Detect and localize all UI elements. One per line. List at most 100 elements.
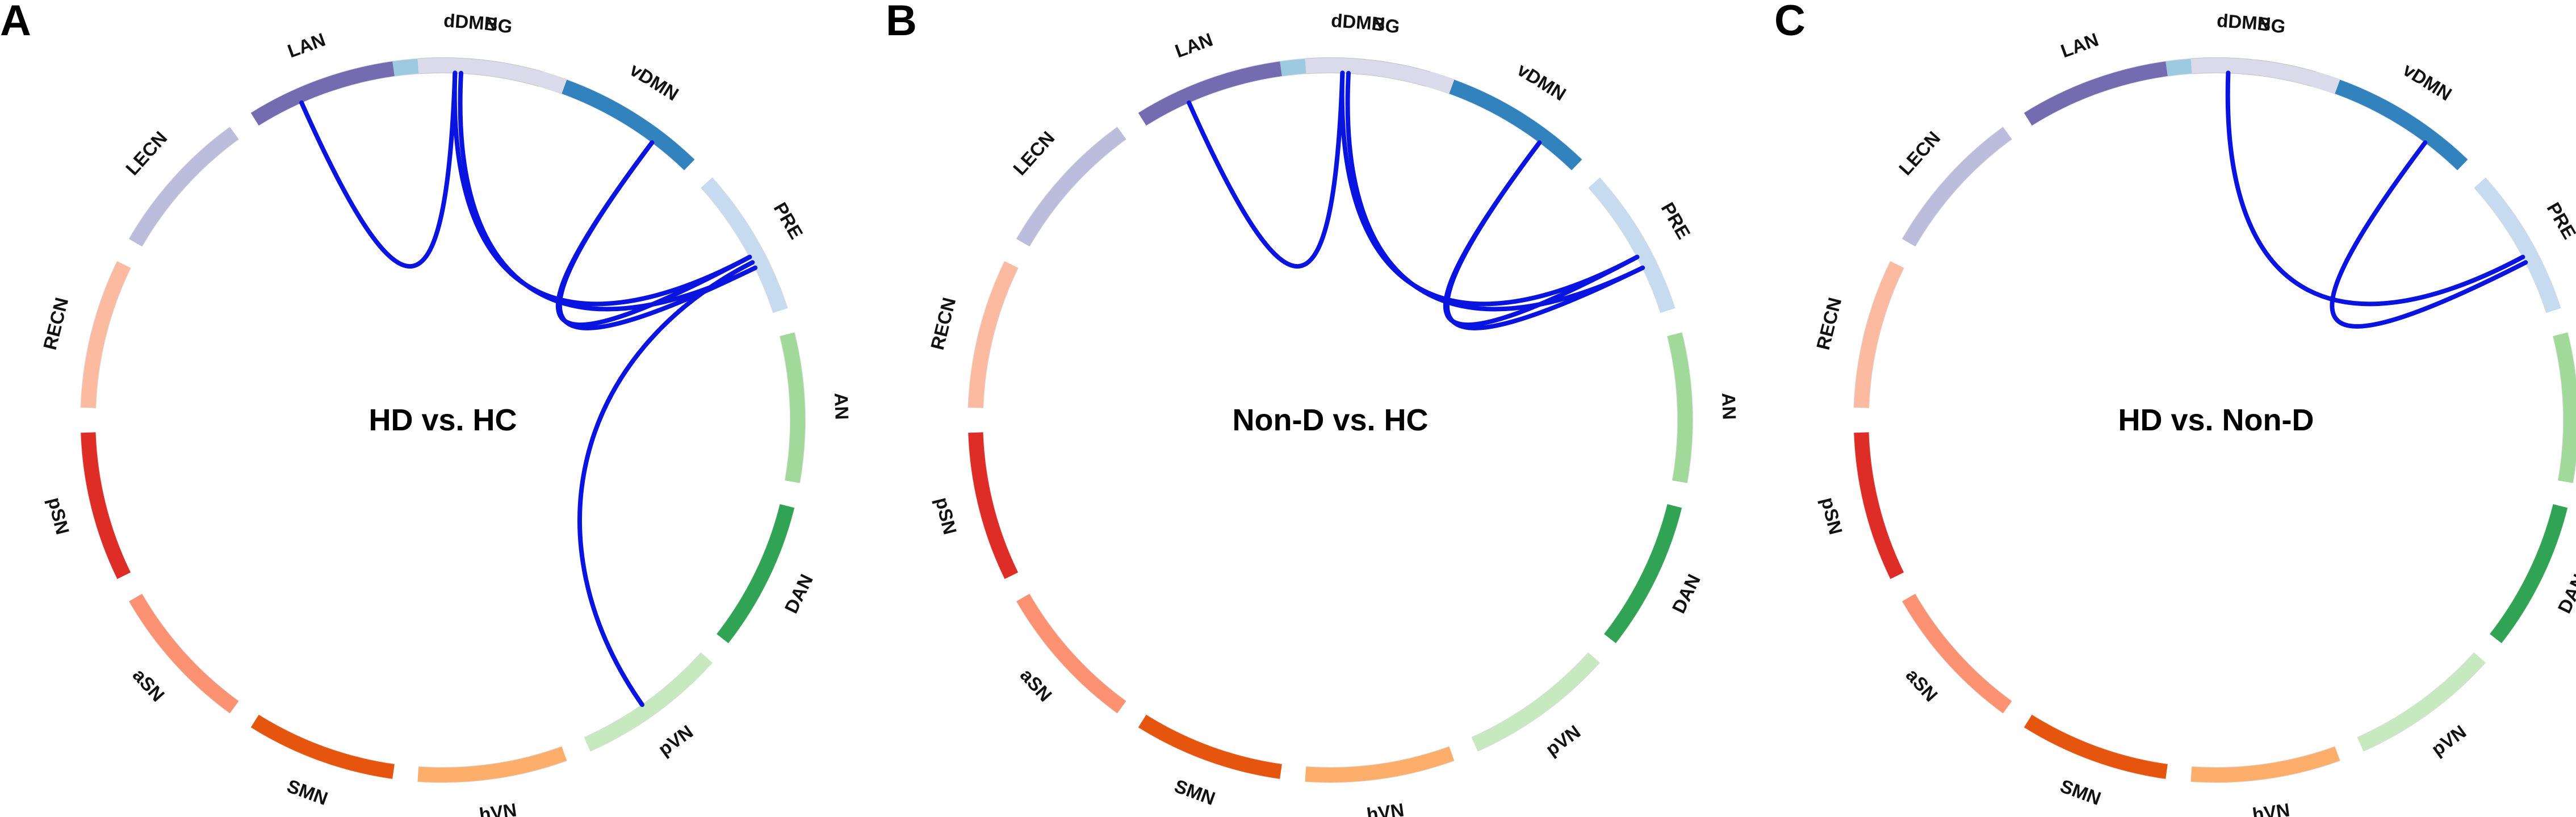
network-label-recn: RECN	[39, 295, 73, 352]
network-arc-bg	[1305, 57, 1455, 94]
network-arc-an	[2553, 332, 2576, 483]
network-label-psn: pSN	[932, 495, 961, 537]
network-arc-lecn	[129, 127, 239, 247]
panel-title: HD vs. HC	[368, 403, 517, 437]
connection-links	[299, 70, 758, 707]
network-label-lan: LAN	[1172, 29, 1215, 62]
network-label-psn: pSN	[1817, 495, 1847, 537]
panel-title: HD vs. Non-D	[2118, 403, 2314, 437]
network-arc-lecn	[1902, 127, 2012, 247]
network-label-hvn: hVN	[478, 799, 518, 817]
network-label-hvn: hVN	[1366, 799, 1406, 817]
panel-letter: A	[0, 0, 31, 45]
network-label-lecn: LECN	[122, 127, 171, 179]
network-arc-dan	[1604, 504, 1682, 643]
network-arcs	[967, 57, 1693, 784]
network-label-pvn: pVN	[1542, 721, 1584, 760]
network-arc-asn	[1902, 593, 2012, 714]
network-arc-pvn	[2357, 652, 2486, 751]
network-arc-hvn	[1305, 747, 1455, 783]
network-label-bg: BG	[483, 12, 514, 37]
network-arc-lan	[2024, 61, 2168, 126]
panel-a: A HD vs. HC dDMN vDMN PRE AN DAN pVN hVN SMN aSN…	[0, 0, 853, 817]
network-label-recn: RECN	[1812, 295, 1846, 352]
network-arc-pre	[2474, 178, 2561, 313]
network-arc-hvn	[2190, 747, 2340, 783]
network-arc-hvn	[417, 747, 567, 783]
link-ddmn-pre	[458, 70, 758, 312]
network-label-ddmn: dDMN	[1330, 10, 1386, 35]
network-arc-psn	[968, 432, 1018, 579]
network-arc-lan	[1138, 61, 1282, 126]
network-arc-pvn	[584, 652, 713, 751]
network-label-dan: DAN	[780, 571, 817, 616]
network-label-an: AN	[831, 392, 853, 420]
network-label-smn: SMN	[2058, 775, 2104, 809]
link-ddmn-pre	[2225, 70, 2525, 307]
link-vdmn-pre	[1445, 140, 1645, 330]
network-label-dan: DAN	[1668, 571, 1704, 616]
panel-b: B Non-D vs. HC dDMNvDMNPREANDANpVNhVNSMN…	[886, 0, 1740, 817]
network-label-pvn: pVN	[654, 721, 697, 760]
network-label-pvn: pVN	[2427, 721, 2470, 760]
network-arc-vdmn	[562, 79, 695, 170]
network-arc-recn	[968, 261, 1018, 408]
network-label-pre: PRE	[1657, 199, 1695, 242]
link-ddmn-lan	[1187, 70, 1345, 269]
connection-links	[1187, 70, 1645, 330]
network-label-psn: pSN	[44, 495, 74, 537]
network-arc-asn	[1016, 593, 1126, 714]
network-arcs	[80, 57, 806, 784]
network-arc-dan	[2490, 504, 2568, 643]
panel-letter: C	[1774, 0, 1806, 45]
network-arc-smn	[2024, 714, 2168, 779]
network-arc-lan	[250, 61, 395, 126]
network-arc-an	[1667, 332, 1693, 483]
network-label-pre: PRE	[770, 199, 807, 242]
link-pre-pvn	[577, 260, 755, 707]
network-arc-dan	[717, 504, 795, 643]
link-ddmn-pre	[1345, 70, 1645, 312]
connection-links	[2225, 70, 2528, 329]
network-label-vdmn: vDMN	[2399, 59, 2456, 105]
network-arc-pre	[1588, 178, 1675, 313]
network-label-ddmn: dDMN	[443, 10, 499, 35]
network-arc-bg	[2190, 57, 2340, 94]
network-arc-pre	[701, 178, 788, 313]
network-arc-psn	[81, 432, 131, 579]
panel-title: Non-D vs. HC	[1232, 403, 1428, 437]
network-arc-asn	[129, 593, 239, 714]
network-arc-bg	[417, 57, 567, 94]
network-label-lecn: LECN	[1009, 127, 1059, 179]
link-ddmn-lan	[299, 70, 458, 269]
network-label-pre: PRE	[2543, 199, 2576, 242]
network-arc-recn	[1854, 261, 1904, 408]
network-label-recn: RECN	[927, 295, 960, 352]
panel-letter: B	[886, 0, 917, 45]
network-arcs	[1853, 57, 2576, 784]
network-label-ddmn: dDMN	[2216, 10, 2272, 35]
network-label-bg: BG	[1371, 12, 1401, 37]
network-label-smn: SMN	[284, 775, 331, 809]
network-arc-vdmn	[1449, 79, 1582, 170]
link-vdmn-pre	[2330, 140, 2528, 329]
network-arc-psn	[1854, 432, 1904, 579]
network-arc-smn	[1138, 714, 1282, 779]
panel-c: C HD vs. Non-D dDMNvDMNPREANDANpVNhVNSMN…	[1774, 0, 2576, 817]
network-label-vdmn: vDMN	[626, 59, 682, 105]
network-arc-smn	[250, 714, 395, 779]
network-label-lan: LAN	[284, 29, 328, 62]
network-label-dan: DAN	[2553, 571, 2576, 616]
network-label-an: AN	[1718, 392, 1740, 420]
network-label-asn: aSN	[129, 664, 169, 705]
network-arc-recn	[81, 261, 131, 408]
network-arc-an	[780, 332, 805, 483]
network-label-asn: aSN	[1016, 664, 1056, 705]
network-label-asn: aSN	[1902, 664, 1942, 705]
network-arc-lecn	[1016, 127, 1126, 247]
network-label-vdmn: vDMN	[1514, 59, 1570, 105]
link-vdmn-pre	[558, 140, 758, 330]
network-label-bg: BG	[2256, 12, 2287, 37]
network-label-lan: LAN	[2058, 29, 2101, 62]
